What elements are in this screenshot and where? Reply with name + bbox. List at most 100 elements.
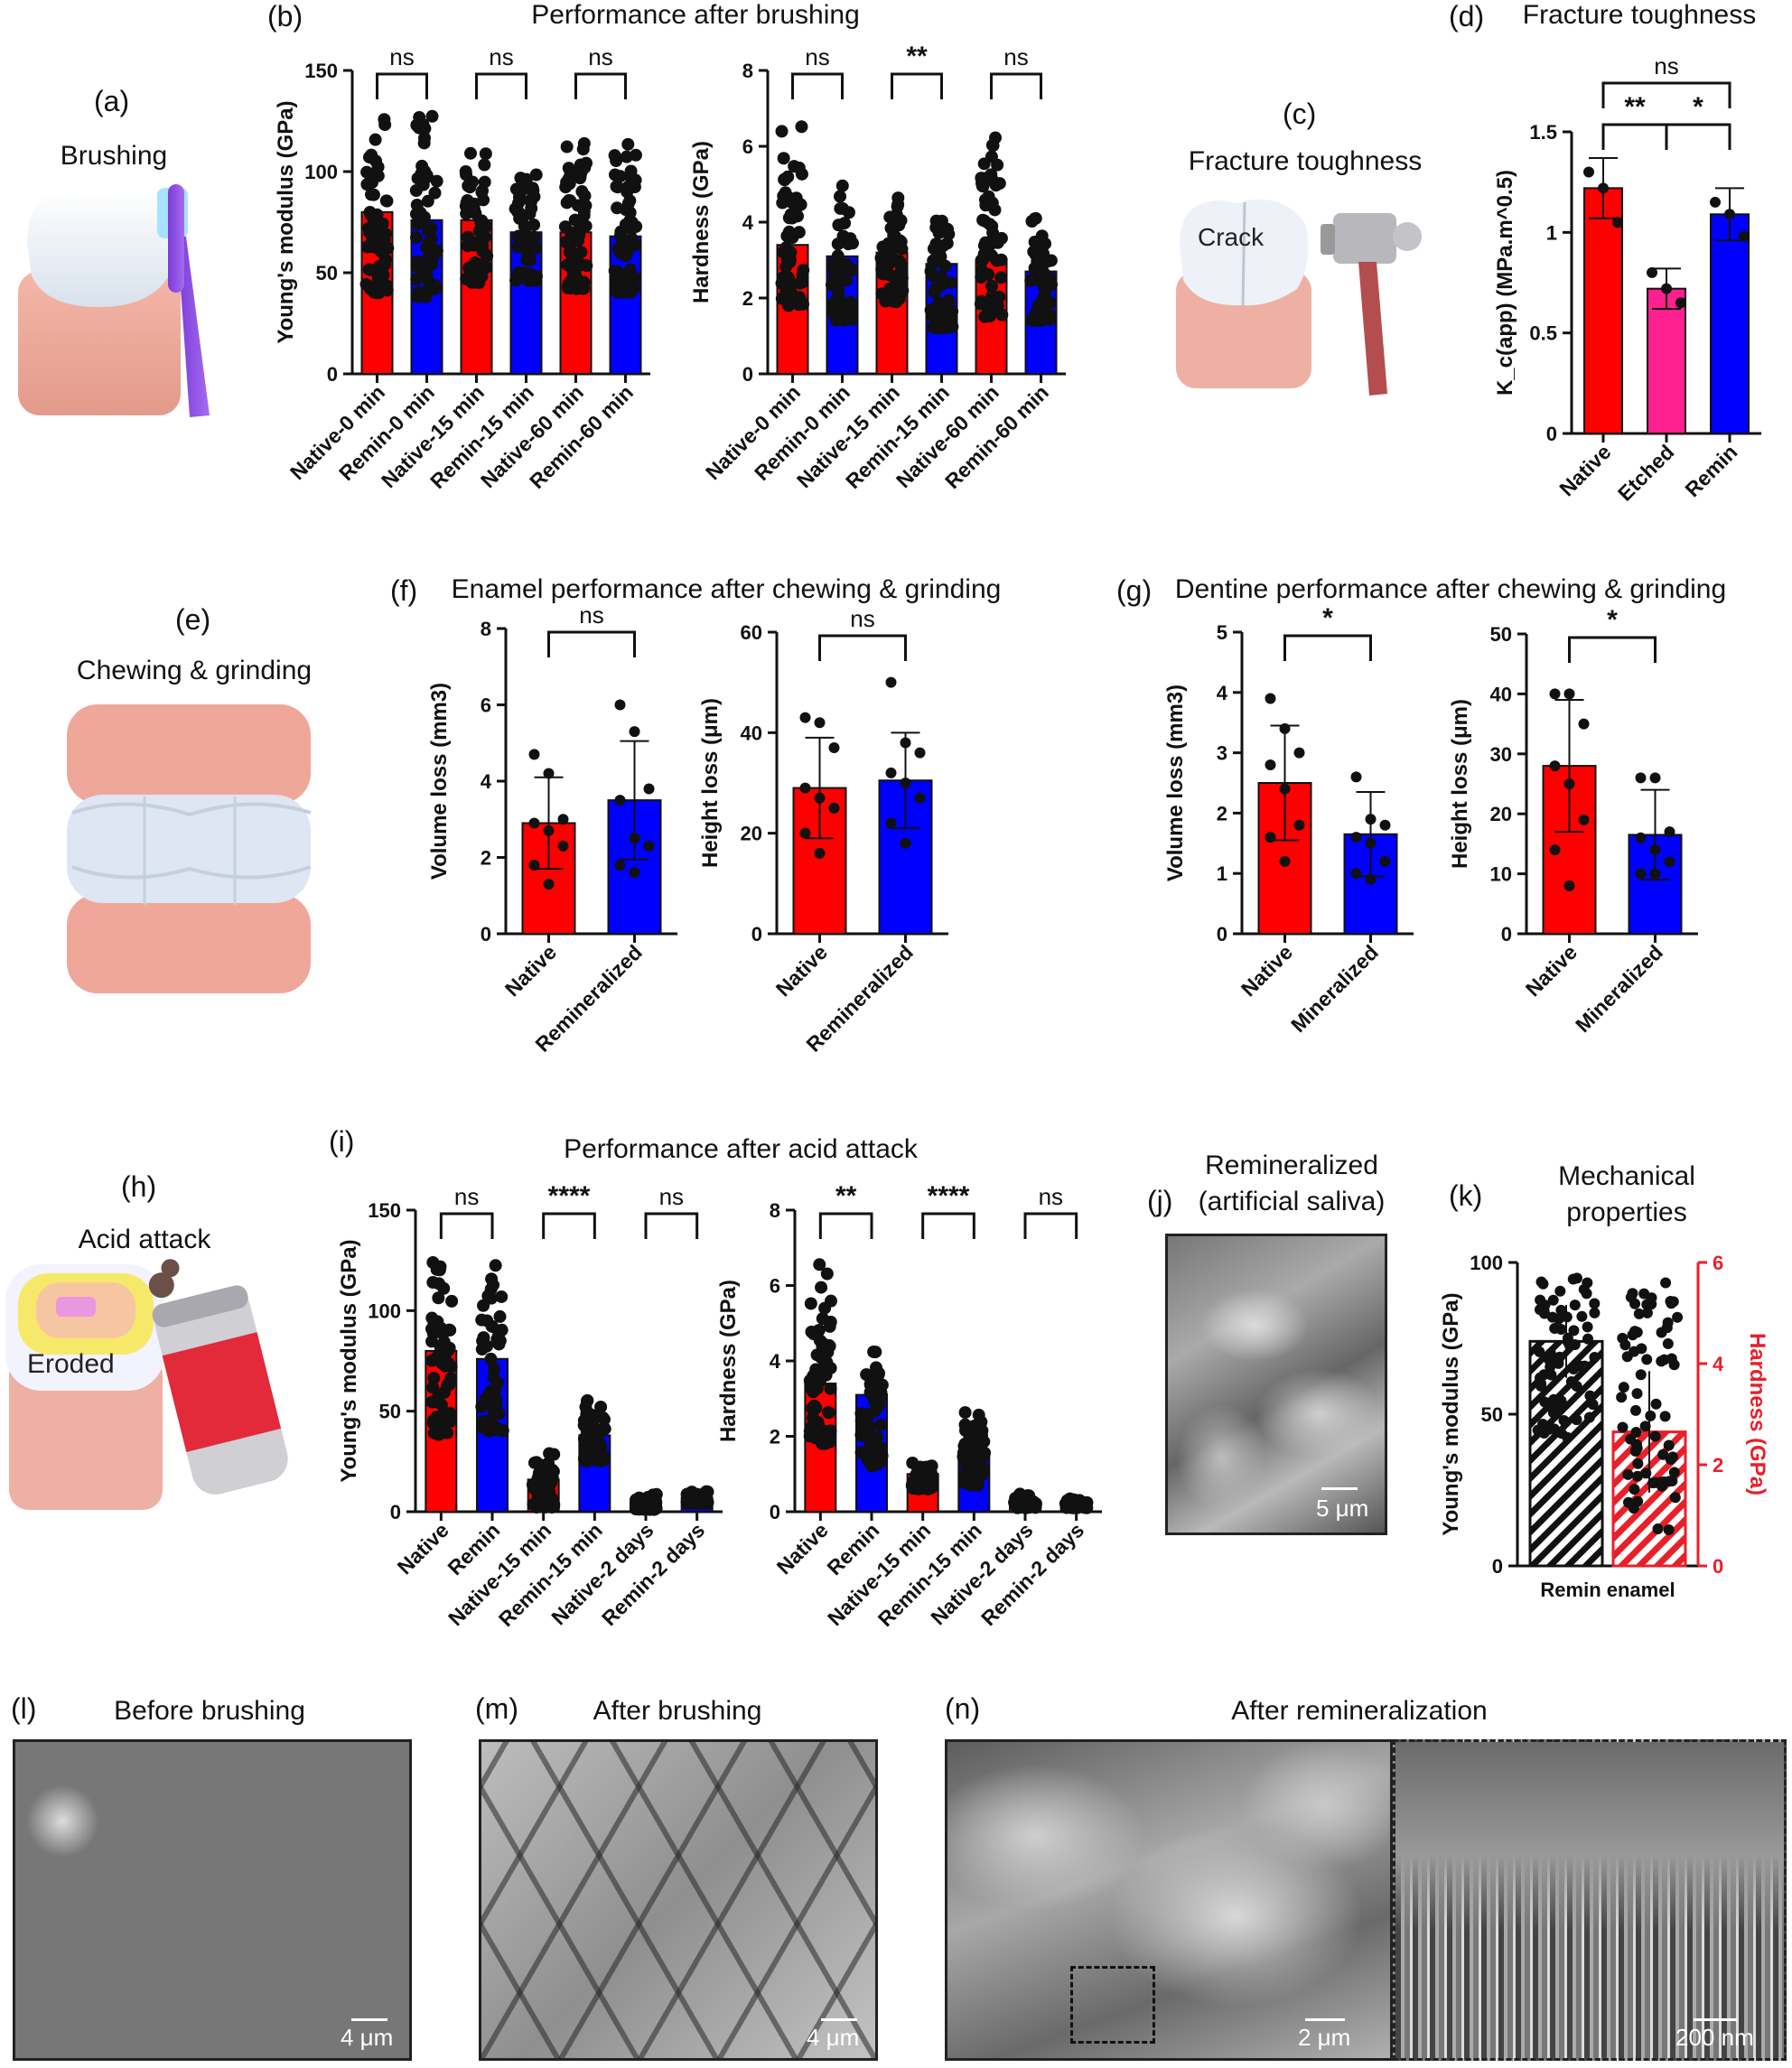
data-point: [1649, 772, 1661, 784]
y-tick-label: 30: [1490, 743, 1512, 766]
data-point: [425, 109, 439, 123]
data-point: [977, 1435, 991, 1449]
y-tick-label: 4: [770, 1350, 781, 1373]
data-point: [1571, 1414, 1582, 1426]
data-point: [418, 285, 432, 299]
panel-label-j: (j): [1147, 1185, 1173, 1217]
data-point: [365, 176, 378, 190]
panel-title-k2: properties: [1566, 1197, 1687, 1227]
data-point: [1569, 1299, 1581, 1311]
data-point: [807, 1399, 821, 1412]
data-point: [1025, 313, 1039, 327]
x-tick-label: Mineralized: [1286, 940, 1383, 1037]
data-point: [1669, 1492, 1681, 1504]
data-point: [799, 827, 811, 839]
y-tick-label: 0: [770, 1501, 780, 1523]
significance-bracket: [1665, 123, 1731, 150]
y-tick-label: 2: [770, 1426, 780, 1449]
y-tick-label: 0.5: [1529, 322, 1557, 345]
data-point: [1545, 1361, 1556, 1373]
data-point: [427, 249, 441, 263]
data-point: [932, 226, 946, 239]
data-point: [1582, 1321, 1593, 1333]
gum-shape: [18, 271, 181, 415]
y-axis-label: Young's modulus (GPa): [274, 100, 298, 343]
data-point: [557, 840, 569, 852]
data-point: [378, 228, 392, 241]
data-point: [985, 138, 999, 152]
data-point: [1293, 747, 1305, 759]
data-point: [1635, 832, 1647, 843]
data-point: [792, 226, 806, 239]
y-tick-label: 100: [304, 161, 338, 183]
data-point: [821, 1346, 835, 1359]
y-tick-label: 2: [1217, 802, 1227, 824]
data-point: [416, 270, 430, 284]
data-point: [575, 185, 589, 199]
data-point: [1265, 759, 1276, 770]
data-point: [981, 171, 994, 184]
data-point: [891, 191, 905, 205]
y-axis-label: Young's modulus (GPa): [337, 1239, 361, 1482]
scale-label-j: 5 μm: [1316, 1495, 1369, 1522]
data-point: [1666, 1475, 1678, 1486]
data-point: [537, 1476, 551, 1490]
data-point: [893, 271, 907, 284]
significance-label: ns: [850, 605, 874, 632]
data-point: [643, 783, 655, 795]
panel-label-e: (e): [175, 603, 211, 636]
data-point: [914, 1467, 928, 1481]
data-point: [985, 279, 998, 293]
data-point: [529, 168, 543, 182]
data-point: [814, 717, 826, 729]
data-point: [1535, 1372, 1546, 1383]
data-point: [621, 185, 634, 199]
data-point: [783, 285, 797, 299]
data-point: [1563, 880, 1575, 891]
data-point: [1549, 1323, 1561, 1335]
data-point: [1028, 235, 1041, 248]
y-axis-label: Hardness (GPa): [716, 1280, 741, 1442]
panel-label-g: (g): [1116, 574, 1153, 607]
bar-etched: [1647, 287, 1686, 434]
significance-bracket: [644, 1212, 699, 1239]
data-point: [1641, 1307, 1653, 1318]
panel-label-n: (n): [945, 1692, 981, 1725]
data-point: [1647, 266, 1657, 278]
y-tick-label: 8: [481, 618, 491, 640]
data-point: [930, 303, 944, 316]
data-point: [645, 1491, 658, 1504]
data-point: [1629, 1446, 1641, 1458]
data-point: [625, 232, 639, 246]
data-point: [807, 1327, 820, 1341]
data-point: [1589, 1352, 1601, 1364]
data-point: [890, 295, 903, 309]
data-point: [1612, 217, 1623, 228]
data-point: [479, 147, 492, 161]
data-point: [888, 219, 901, 232]
y-tick-label: 20: [741, 823, 762, 845]
data-point: [700, 1485, 714, 1498]
data-point: [1672, 1311, 1684, 1323]
data-point: [937, 321, 950, 335]
data-point: [855, 1420, 869, 1433]
data-point: [1662, 1338, 1674, 1350]
data-point: [1582, 1333, 1594, 1345]
significance-label: *: [1607, 605, 1618, 635]
x-tick-label: Remin: [1680, 440, 1741, 501]
data-point: [1029, 245, 1042, 258]
data-point: [1663, 1439, 1675, 1451]
data-point: [932, 255, 946, 268]
data-point: [528, 817, 540, 829]
data-point: [942, 293, 956, 307]
data-point: [885, 676, 897, 688]
data-point: [1621, 1351, 1633, 1363]
data-point: [481, 1339, 494, 1353]
data-point: [442, 1356, 455, 1370]
data-point: [362, 263, 376, 276]
data-point: [579, 1454, 593, 1467]
data-point: [577, 205, 591, 219]
significance-label: ns: [805, 43, 829, 70]
